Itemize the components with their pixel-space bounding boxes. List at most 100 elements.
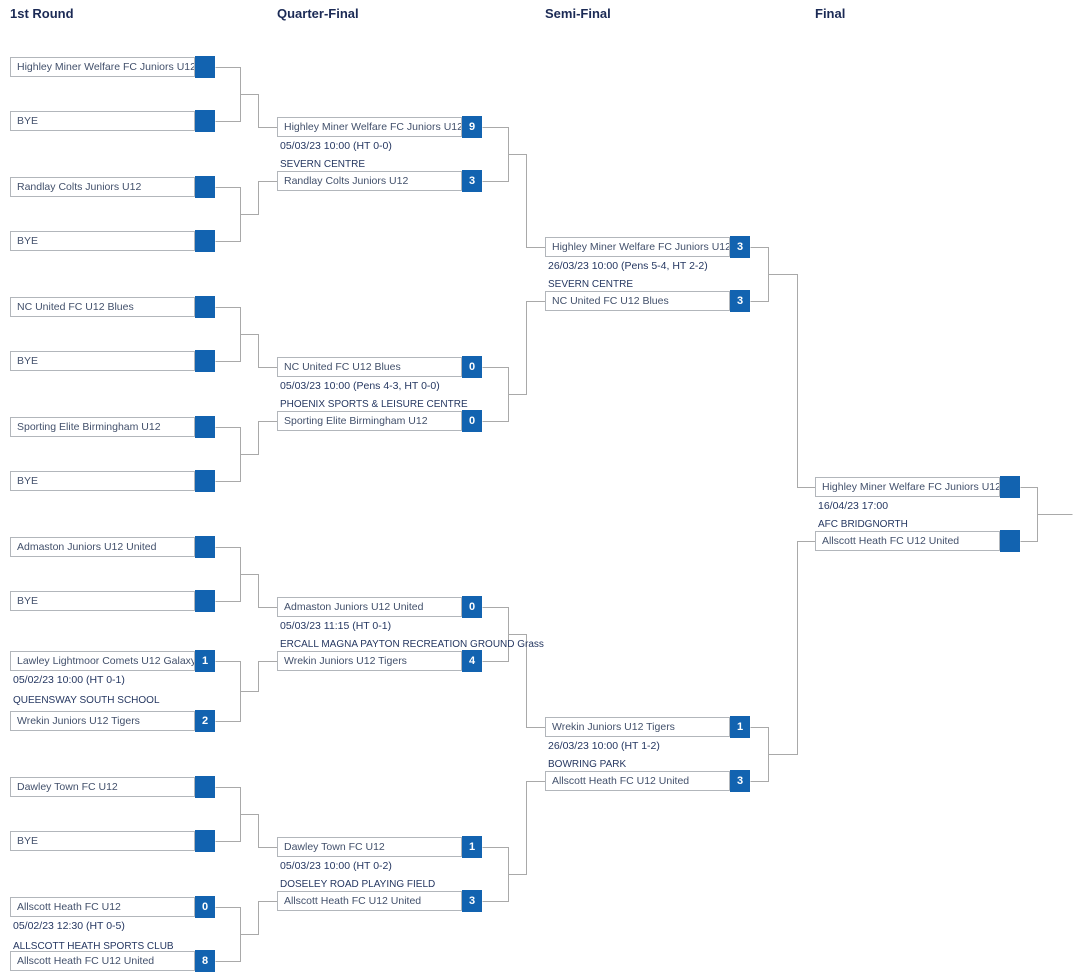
match-datetime: 05/02/23 10:00 (HT 0-1) bbox=[13, 674, 125, 686]
score-badge bbox=[195, 590, 215, 612]
team-slot[interactable]: BYE bbox=[10, 830, 215, 852]
team-slot[interactable]: Randlay Colts Juniors U12 3 bbox=[277, 170, 482, 192]
team-slot[interactable]: Highley Miner Welfare FC Juniors U12 bbox=[10, 56, 215, 78]
team-slot[interactable]: Allscott Heath FC U12 United 3 bbox=[545, 770, 750, 792]
team-slot[interactable]: BYE bbox=[10, 350, 215, 372]
team-slot[interactable]: Admaston Juniors U12 United 0 bbox=[277, 596, 482, 618]
team-slot[interactable]: Wrekin Juniors U12 Tigers 1 bbox=[545, 716, 750, 738]
team-name: Allscott Heath FC U12 United bbox=[277, 891, 462, 911]
team-name: Allscott Heath FC U12 bbox=[10, 897, 195, 917]
team-slot[interactable]: Wrekin Juniors U12 Tigers 4 bbox=[277, 650, 482, 672]
score-badge: 1 bbox=[730, 716, 750, 738]
team-name: Sporting Elite Birmingham U12 bbox=[277, 411, 462, 431]
team-name: NC United FC U12 Blues bbox=[277, 357, 462, 377]
team-name: Dawley Town FC U12 bbox=[277, 837, 462, 857]
score-badge: 3 bbox=[730, 290, 750, 312]
team-name: BYE bbox=[10, 471, 195, 491]
team-slot[interactable]: BYE bbox=[10, 110, 215, 132]
team-name: Allscott Heath FC U12 United bbox=[545, 771, 730, 791]
team-slot[interactable]: Allscott Heath FC U12 United 3 bbox=[277, 890, 482, 912]
team-name: Highley Miner Welfare FC Juniors U12 bbox=[10, 57, 195, 77]
match-venue: BOWRING PARK bbox=[548, 759, 627, 770]
team-slot[interactable]: Allscott Heath FC U12 United bbox=[815, 530, 1020, 552]
match-venue: SEVERN CENTRE bbox=[280, 159, 366, 170]
score-badge bbox=[195, 230, 215, 252]
match-datetime: 05/03/23 10:00 (HT 0-0) bbox=[280, 140, 392, 152]
score-badge: 4 bbox=[462, 650, 482, 672]
score-badge: 8 bbox=[195, 950, 215, 972]
score-badge: 3 bbox=[462, 170, 482, 192]
team-slot[interactable]: Allscott Heath FC U12 0 bbox=[10, 896, 215, 918]
score-badge: 1 bbox=[462, 836, 482, 858]
team-name: Admaston Juniors U12 United bbox=[277, 597, 462, 617]
team-name: BYE bbox=[10, 831, 195, 851]
score-badge bbox=[195, 176, 215, 198]
round-header-quarter-final: Quarter-Final bbox=[277, 6, 359, 21]
team-slot[interactable]: Dawley Town FC U12 bbox=[10, 776, 215, 798]
match-datetime: 05/03/23 10:00 (HT 0-2) bbox=[280, 860, 392, 872]
team-slot[interactable]: Admaston Juniors U12 United bbox=[10, 536, 215, 558]
match-datetime: 16/04/23 17:00 bbox=[818, 500, 889, 512]
team-slot[interactable]: Sporting Elite Birmingham U12 bbox=[10, 416, 215, 438]
team-slot[interactable]: BYE bbox=[10, 470, 215, 492]
score-badge: 0 bbox=[462, 356, 482, 378]
team-name: NC United FC U12 Blues bbox=[545, 291, 730, 311]
team-name: Highley Miner Welfare FC Juniors U12 bbox=[815, 477, 1000, 497]
score-badge bbox=[1000, 530, 1020, 552]
team-slot[interactable]: Wrekin Juniors U12 Tigers 2 bbox=[10, 710, 215, 732]
score-badge: 0 bbox=[462, 596, 482, 618]
score-badge bbox=[1000, 476, 1020, 498]
match-datetime: 26/03/23 10:00 (HT 1-2) bbox=[548, 740, 660, 752]
team-name: BYE bbox=[10, 111, 195, 131]
match-venue: AFC BRIDGNORTH bbox=[818, 519, 908, 530]
team-slot[interactable]: Lawley Lightmoor Comets U12 Galaxy 1 bbox=[10, 650, 215, 672]
score-badge bbox=[195, 350, 215, 372]
score-badge bbox=[195, 296, 215, 318]
team-slot[interactable]: Randlay Colts Juniors U12 bbox=[10, 176, 215, 198]
team-name: Allscott Heath FC U12 United bbox=[10, 951, 195, 971]
team-name: Randlay Colts Juniors U12 bbox=[277, 171, 462, 191]
round-header-1st-round: 1st Round bbox=[10, 6, 74, 21]
team-slot[interactable]: BYE bbox=[10, 230, 215, 252]
team-name: BYE bbox=[10, 351, 195, 371]
team-name: NC United FC U12 Blues bbox=[10, 297, 195, 317]
team-name: Highley Miner Welfare FC Juniors U12 bbox=[277, 117, 462, 137]
team-name: Sporting Elite Birmingham U12 bbox=[10, 417, 195, 437]
score-badge bbox=[195, 536, 215, 558]
team-slot[interactable]: NC United FC U12 Blues 0 bbox=[277, 356, 482, 378]
team-slot[interactable]: Highley Miner Welfare FC Juniors U12 9 bbox=[277, 116, 482, 138]
score-badge: 3 bbox=[462, 890, 482, 912]
team-slot[interactable]: NC United FC U12 Blues 3 bbox=[545, 290, 750, 312]
team-slot[interactable]: Allscott Heath FC U12 United 8 bbox=[10, 950, 215, 972]
match-datetime: 05/02/23 12:30 (HT 0-5) bbox=[13, 920, 125, 932]
score-badge: 3 bbox=[730, 236, 750, 258]
team-slot[interactable]: Sporting Elite Birmingham U12 0 bbox=[277, 410, 482, 432]
team-name: Wrekin Juniors U12 Tigers bbox=[545, 717, 730, 737]
score-badge bbox=[195, 470, 215, 492]
team-name: Lawley Lightmoor Comets U12 Galaxy bbox=[10, 651, 195, 671]
match-venue: SEVERN CENTRE bbox=[548, 279, 634, 290]
score-badge bbox=[195, 776, 215, 798]
team-slot[interactable]: Highley Miner Welfare FC Juniors U12 3 bbox=[545, 236, 750, 258]
match-venue: DOSELEY ROAD PLAYING FIELD bbox=[280, 879, 436, 890]
team-name: BYE bbox=[10, 591, 195, 611]
team-slot[interactable]: Dawley Town FC U12 1 bbox=[277, 836, 482, 858]
team-slot[interactable]: Highley Miner Welfare FC Juniors U12 bbox=[815, 476, 1020, 498]
match-venue: PHOENIX SPORTS & LEISURE CENTRE bbox=[280, 399, 468, 410]
score-badge: 0 bbox=[195, 896, 215, 918]
team-name: Randlay Colts Juniors U12 bbox=[10, 177, 195, 197]
team-name: Dawley Town FC U12 bbox=[10, 777, 195, 797]
score-badge bbox=[195, 830, 215, 852]
score-badge: 1 bbox=[195, 650, 215, 672]
score-badge bbox=[195, 56, 215, 78]
team-name: Highley Miner Welfare FC Juniors U12 bbox=[545, 237, 730, 257]
team-slot[interactable]: NC United FC U12 Blues bbox=[10, 296, 215, 318]
match-venue: QUEENSWAY SOUTH SCHOOL bbox=[13, 695, 160, 706]
team-slot[interactable]: BYE bbox=[10, 590, 215, 612]
round-header-semi-final: Semi-Final bbox=[545, 6, 611, 21]
score-badge bbox=[195, 416, 215, 438]
score-badge: 3 bbox=[730, 770, 750, 792]
score-badge: 0 bbox=[462, 410, 482, 432]
